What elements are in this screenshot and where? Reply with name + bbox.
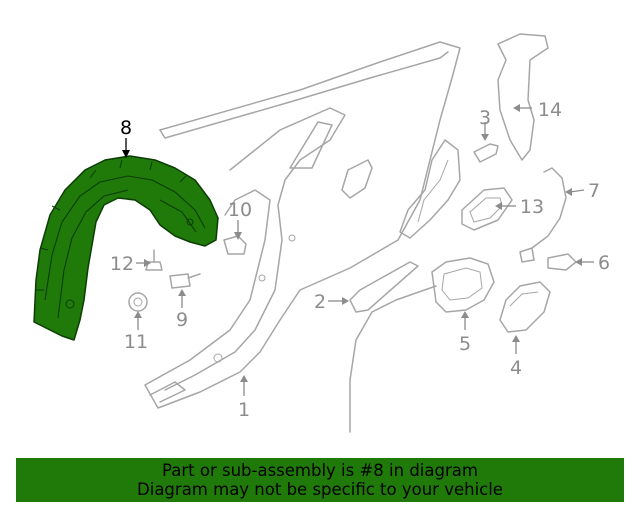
callout-leaders	[122, 104, 594, 396]
callout-1[interactable]: 1	[238, 399, 250, 421]
harness-part-7[interactable]	[519, 167, 567, 263]
info-banner: Part or sub-assembly is #8 in diagram Di…	[16, 458, 624, 502]
callout-5[interactable]: 5	[459, 333, 471, 355]
callout-6[interactable]: 6	[598, 252, 610, 274]
screw-part-12[interactable]	[145, 249, 163, 271]
callout-10[interactable]: 10	[228, 199, 252, 221]
wheelhouse-liner-part[interactable]	[33, 155, 219, 341]
banner-line-1: Part or sub-assembly is #8 in diagram	[162, 461, 478, 480]
callout-9[interactable]: 9	[176, 309, 188, 331]
cover-plate-part-13[interactable]	[461, 187, 513, 231]
fuel-door-housing-part-5[interactable]	[349, 257, 495, 433]
bracket-part-10[interactable]	[223, 235, 247, 255]
bracket-part-14[interactable]	[497, 33, 549, 161]
banner-line-2: Diagram may not be specific to your vehi…	[137, 480, 503, 499]
fuel-door-part-4[interactable]	[499, 281, 551, 333]
bolt-part-9[interactable]	[169, 273, 201, 289]
callout-13[interactable]: 13	[520, 196, 544, 218]
callout-labels: 8 10 12 9 11 1 2 5 4 13 6 7 3 14	[110, 99, 610, 421]
clip-part-3[interactable]	[473, 143, 499, 163]
wheelhouse-liner-shape	[33, 155, 219, 341]
callout-2[interactable]: 2	[314, 291, 326, 313]
nut-part-11[interactable]	[128, 292, 148, 312]
callout-8[interactable]: 8	[120, 117, 132, 139]
callout-12[interactable]: 12	[110, 253, 134, 275]
callout-11[interactable]: 11	[124, 331, 148, 353]
callout-14[interactable]: 14	[538, 99, 562, 121]
callout-7[interactable]: 7	[588, 180, 600, 202]
callout-4[interactable]: 4	[510, 357, 522, 379]
quarter-panel-part[interactable]	[144, 41, 461, 409]
callout-3[interactable]: 3	[479, 107, 491, 129]
actuator-part-6[interactable]	[547, 253, 577, 271]
bracket-part-2[interactable]	[349, 261, 419, 313]
